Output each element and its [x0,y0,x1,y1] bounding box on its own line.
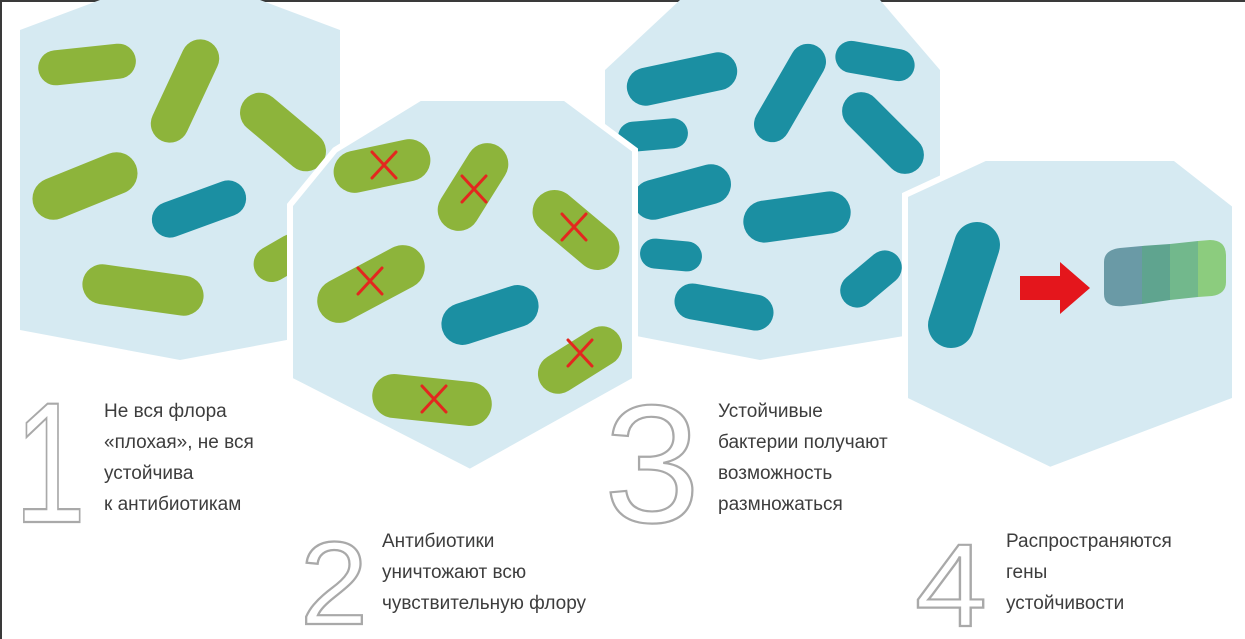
step-caption-2: Антибиотики уничтожают всю чувствительну… [382,526,586,619]
step-number-1: 1 [14,367,86,559]
step-caption-3: Устойчивые бактерии получают возможность… [718,396,888,520]
step-number-2: 2 [300,518,368,639]
panel-3 [605,0,940,360]
step-number-3: 3 [604,370,700,558]
step-number-4: 4 [915,520,987,639]
step-caption-1: Не вся флора «плохая», не вся устойчива … [104,396,254,520]
panel-2 [290,98,635,472]
step-caption-4: Распространяются гены устойчивости [1006,526,1172,619]
panel-4 [905,158,1235,470]
